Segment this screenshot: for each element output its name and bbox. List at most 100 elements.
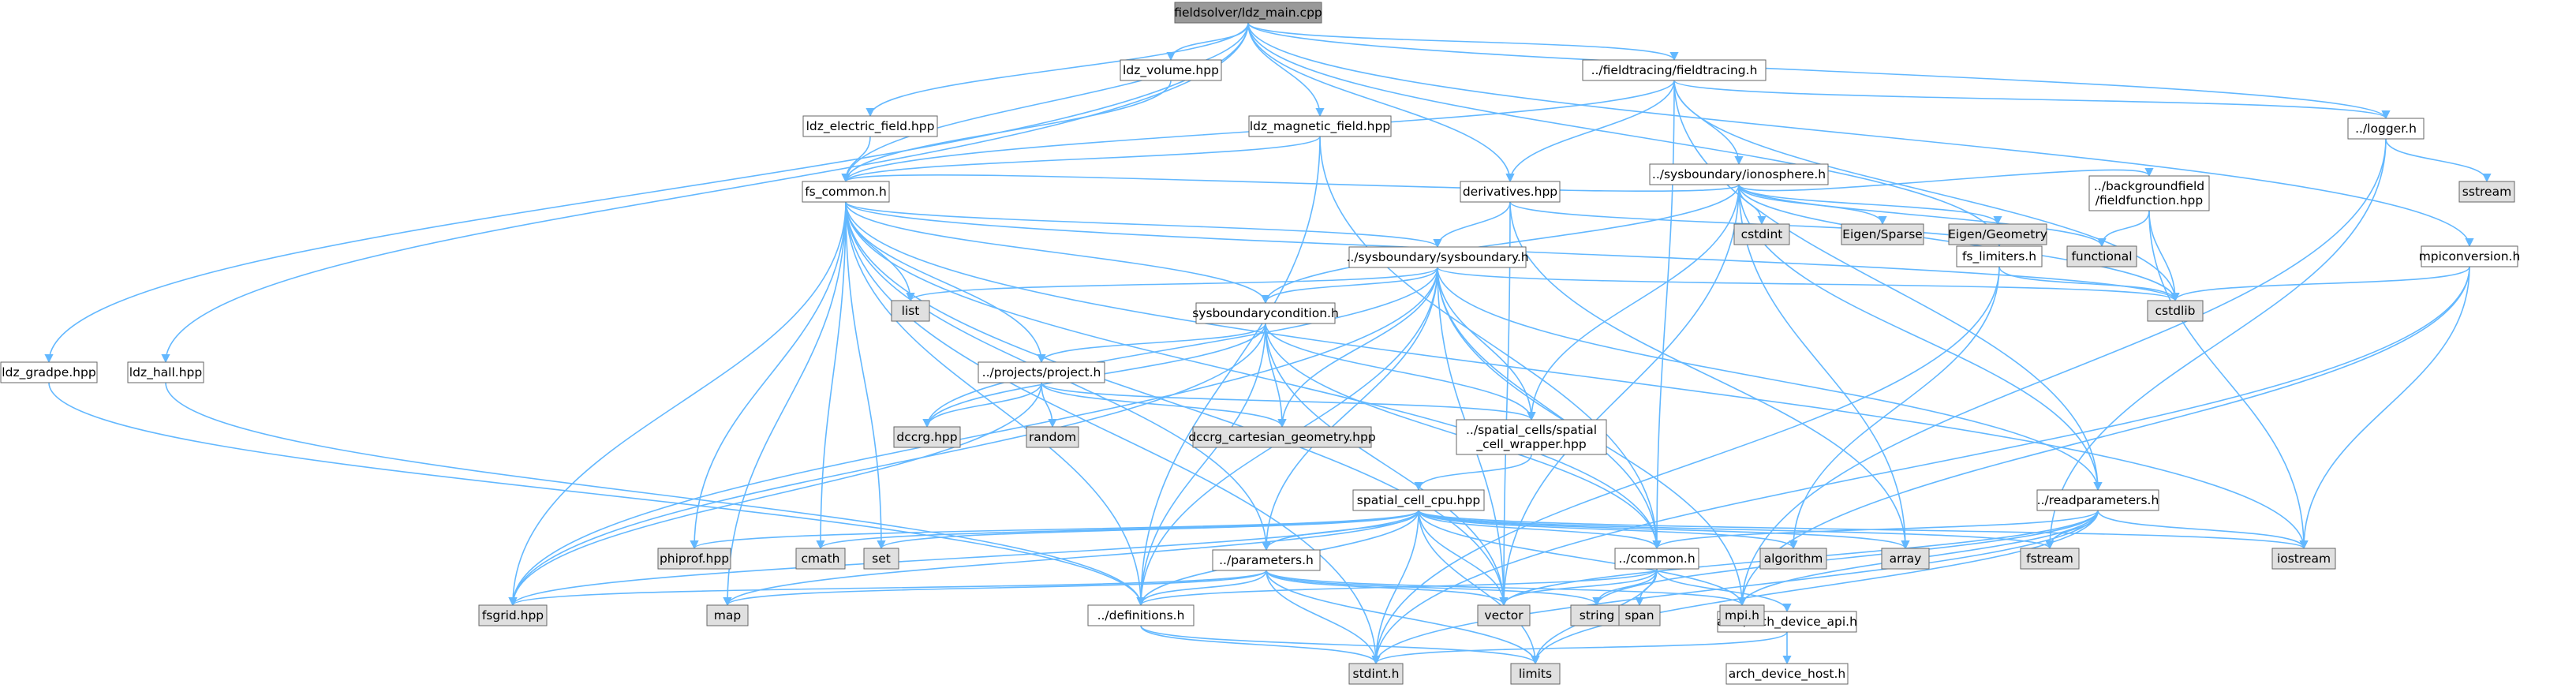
edge-sysboundary-to-sbcondition xyxy=(1261,267,1438,305)
node-fsgrid[interactable]: fsgrid.hpp xyxy=(478,604,548,626)
edge-sysboundary-to-parameters xyxy=(1262,267,1438,552)
node-spatial-wrapper[interactable]: ../spatial_cells/spatial_cell_wrapper.hp… xyxy=(1456,419,1607,455)
edge-root-to-mpiconversion xyxy=(1247,22,2474,248)
node-string[interactable]: string xyxy=(1570,604,1624,626)
node-phiprof[interactable]: phiprof.hpp xyxy=(657,548,731,570)
node-cstdlib[interactable]: cstdlib xyxy=(2147,300,2204,322)
edge-fieldtracing-to-cstdlib xyxy=(1673,80,2180,302)
node-ldz-gradpe[interactable]: ldz_gradpe.hpp xyxy=(0,361,98,383)
node-array[interactable]: array xyxy=(1881,548,1930,570)
node-fs-common[interactable]: fs_common.h xyxy=(802,181,890,203)
edge-fs_common-to-project xyxy=(845,201,1046,364)
edge-readparameters-to-fstream xyxy=(2045,510,2099,550)
node-readparameters[interactable]: ../readparameters.h xyxy=(2036,489,2159,511)
edge-parameters-to-definitions xyxy=(1136,570,1267,607)
edge-logger-to-fstream xyxy=(2045,138,2387,550)
node-fs-limiters[interactable]: fs_limiters.h xyxy=(1956,245,2043,267)
node-box xyxy=(127,361,204,383)
node-label: fsgrid.hpp xyxy=(482,608,544,623)
node-label: limits xyxy=(1519,667,1552,681)
node-sysboundary[interactable]: ../sysboundary/sysboundary.h xyxy=(1346,246,1529,268)
node-functional[interactable]: functional xyxy=(2066,245,2137,267)
edge-fs_common-to-cmath xyxy=(816,201,847,550)
edge-root-to-derivatives xyxy=(1247,22,1515,183)
node-label: /fieldfunction.hpp xyxy=(2096,193,2203,208)
edge-ldz_electric-to-fs_common xyxy=(841,136,871,183)
edge-root-to-ldz_volume xyxy=(1166,22,1249,62)
node-sstream[interactable]: sstream xyxy=(2458,181,2515,203)
node-limits[interactable]: limits xyxy=(1510,663,1561,685)
node-label: span xyxy=(1624,608,1654,623)
node-box xyxy=(1352,489,1485,511)
node-label: map xyxy=(714,608,741,623)
node-ldz-electric[interactable]: ldz_electric_field.hpp xyxy=(802,115,938,137)
node-fieldtracing[interactable]: ../fieldtracing/fieldtracing.h xyxy=(1582,59,1767,81)
edge-sysboundary-to-list xyxy=(906,267,1438,302)
node-box xyxy=(1614,548,1699,570)
edge-fs_common-to-sbcondition xyxy=(845,201,1270,305)
node-iostream[interactable]: iostream xyxy=(2271,548,2336,570)
node-random[interactable]: random xyxy=(1026,426,1079,448)
node-root[interactable]: fieldsolver/ldz_main.cpp xyxy=(1174,2,1322,24)
node-mpi[interactable]: mpi.h xyxy=(1719,604,1765,626)
edge-derivatives-to-vector xyxy=(1499,201,1511,607)
node-algorithm[interactable]: algorithm xyxy=(1759,548,1827,570)
node-ldz-hall[interactable]: ldz_hall.hpp xyxy=(127,361,204,383)
node-box xyxy=(1948,223,2047,245)
node-label: cstdlib xyxy=(2155,304,2196,318)
node-box xyxy=(2088,175,2210,211)
edge-fs_common-to-fsgrid xyxy=(508,201,847,607)
node-definitions[interactable]: ../definitions.h xyxy=(1087,604,1195,626)
edge-fs_common-to-sysboundary xyxy=(845,201,1442,249)
node-cmath[interactable]: cmath xyxy=(795,548,846,570)
node-mpiconversion[interactable]: mpiconversion.h xyxy=(2419,245,2521,267)
node-ionosphere[interactable]: ../sysboundary/ionosphere.h xyxy=(1649,163,1829,185)
edge-definitions-to-limits xyxy=(1140,625,1540,665)
node-fstream[interactable]: fstream xyxy=(2020,548,2080,570)
node-dccrg[interactable]: dccrg.hpp xyxy=(893,426,961,448)
node-label: Eigen/Geometry xyxy=(1948,227,2047,241)
node-spatial-cpu[interactable]: spatial_cell_cpu.hpp xyxy=(1352,489,1485,511)
node-stdint[interactable]: stdint.h xyxy=(1348,663,1404,685)
node-eigen-sparse[interactable]: Eigen/Sparse xyxy=(1841,223,1924,245)
edge-parameters-to-limits xyxy=(1266,570,1540,665)
node-common[interactable]: ../common.h xyxy=(1614,548,1699,570)
node-box xyxy=(1248,115,1392,137)
edge-readparameters-to-limits xyxy=(1531,510,2099,665)
edge-ionosphere-to-fs_common xyxy=(841,173,1740,193)
node-parameters[interactable]: ../parameters.h xyxy=(1212,549,1321,571)
node-logger[interactable]: ../logger.h xyxy=(2347,118,2425,140)
node-map[interactable]: map xyxy=(706,604,749,626)
node-set[interactable]: set xyxy=(863,548,899,570)
edge-parameters-to-map xyxy=(723,570,1267,607)
edge-spatial_cpu-to-common xyxy=(1418,510,1662,550)
edge-definitions-to-stdint xyxy=(1140,625,1381,665)
node-list[interactable]: list xyxy=(891,300,930,322)
edge-parameters-to-fsgrid xyxy=(508,570,1267,607)
node-ldz-volume[interactable]: ldz_volume.hpp xyxy=(1120,59,1222,81)
node-arch-host[interactable]: arch_device_host.h xyxy=(1725,663,1849,685)
node-dccrg-cart[interactable]: dccrg_cartesian_geometry.hpp xyxy=(1188,426,1376,448)
edge-fieldtracing-to-derivatives xyxy=(1505,80,1675,183)
dependency-edges xyxy=(44,22,2492,665)
node-box xyxy=(1733,223,1790,245)
node-box xyxy=(1649,163,1829,185)
node-box xyxy=(2271,548,2336,570)
node-span[interactable]: span xyxy=(1618,604,1661,626)
node-eigen-geometry[interactable]: Eigen/Geometry xyxy=(1948,223,2047,245)
node-label: cstdint xyxy=(1741,227,1783,241)
node-cstdint[interactable]: cstdint xyxy=(1733,223,1790,245)
node-project[interactable]: ../projects/project.h xyxy=(978,361,1105,383)
node-label: _cell_wrapper.hpp xyxy=(1475,437,1586,452)
node-sbcondition[interactable]: sysboundarycondition.h xyxy=(1192,302,1339,324)
node-label: vector xyxy=(1484,608,1524,623)
edge-fs_common-to-map xyxy=(723,201,847,607)
node-vector[interactable]: vector xyxy=(1477,604,1531,626)
node-ldz-magnetic[interactable]: ldz_magnetic_field.hpp xyxy=(1248,115,1392,137)
edge-sbcondition-to-vector xyxy=(1265,323,1509,607)
edge-ionosphere-to-fieldfunction xyxy=(1738,167,2154,192)
node-box xyxy=(863,548,899,570)
node-fieldfunction[interactable]: ../backgroundfield/fieldfunction.hpp xyxy=(2088,175,2210,211)
node-derivatives[interactable]: derivatives.hpp xyxy=(1460,181,1561,203)
edge-ionosphere-to-spatial_wrapper xyxy=(1527,184,1740,421)
